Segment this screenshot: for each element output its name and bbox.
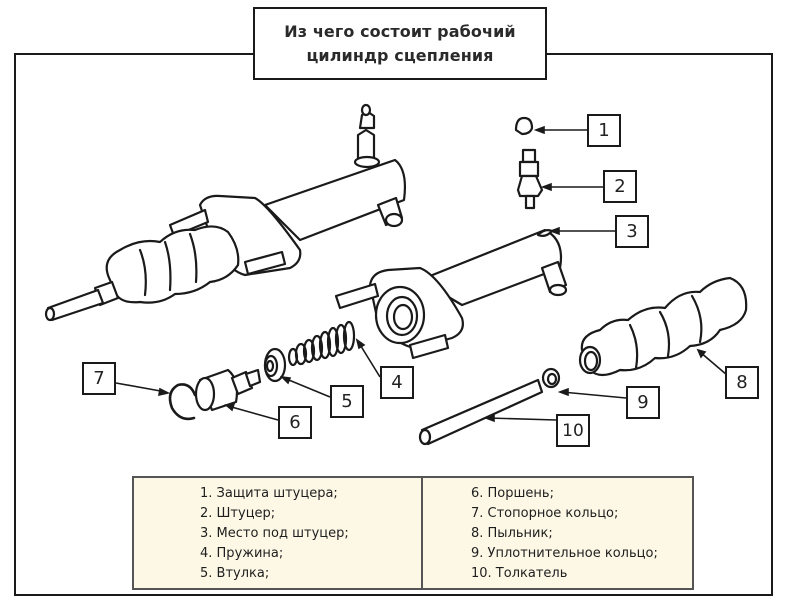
cylinder-body-drawing [334, 228, 568, 360]
callout-5: 5 [330, 385, 364, 418]
legend-item: 8. Пыльник; [471, 526, 553, 541]
callout-7: 7 [82, 362, 116, 395]
title-box: Из чего состоит рабочий цилиндр сцеплени… [253, 7, 547, 80]
legend-item: 10. Толкатель [471, 566, 568, 581]
part-1-nipple-cap [514, 116, 534, 136]
legend-item: 4. Пружина; [200, 546, 284, 561]
part-10-push-rod [418, 378, 544, 446]
legend-item: 3. Место под штуцер; [200, 526, 349, 541]
title-line-1: Из чего состоит рабочий [284, 21, 516, 41]
legend-item: 6. Поршень; [471, 486, 554, 501]
legend-item: 1. Защита штуцера; [200, 486, 338, 501]
part-4-spring [287, 320, 356, 367]
callout-3: 3 [615, 215, 649, 248]
callout-6: 6 [278, 406, 312, 439]
legend-item: 9. Уплотнительное кольцо; [471, 546, 658, 561]
assembled-cylinder-drawing [44, 103, 407, 322]
callout-10: 10 [556, 414, 590, 447]
title-line-2: цилиндр сцепления [306, 45, 494, 65]
part-5-bushing [263, 347, 287, 383]
parts-legend: 1. Защита штуцера; 2. Штуцер; 3. Место п… [132, 476, 694, 590]
legend-item: 2. Штуцер; [200, 506, 276, 521]
part-2-bleeder-nipple [516, 148, 544, 210]
legend-item: 5. Втулка; [200, 566, 270, 581]
legend-column-left: 1. Защита штуцера; 2. Штуцер; 3. Место п… [134, 478, 423, 588]
legend-item: 7. Стопорное кольцо; [471, 506, 619, 521]
legend-column-right: 6. Поршень; 7. Стопорное кольцо; 8. Пыль… [423, 478, 692, 588]
leader-lines [115, 125, 728, 423]
callout-8: 8 [725, 366, 759, 399]
part-6-piston [194, 368, 262, 412]
part-8-dust-boot [578, 276, 748, 377]
callout-4: 4 [380, 366, 414, 399]
callout-9: 9 [626, 386, 660, 419]
callout-1: 1 [587, 114, 621, 147]
part-7-retaining-ring [168, 383, 197, 421]
callout-2: 2 [603, 170, 637, 203]
part-9-seal-ring [541, 367, 561, 389]
